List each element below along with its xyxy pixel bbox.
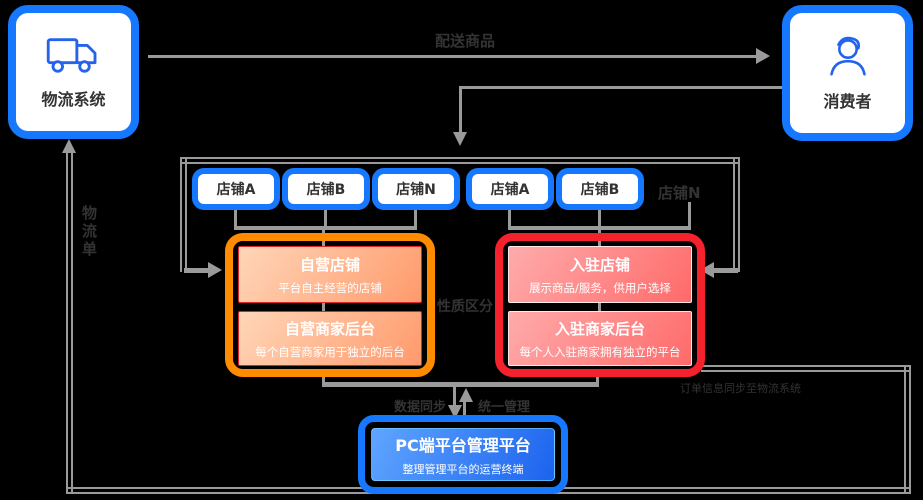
bracket-left-line [180, 157, 187, 272]
self-shop-title: 自营店铺 [299, 255, 360, 274]
return-path-right-h [701, 365, 911, 372]
self-backend-box: 自营商家后台 每个自营商家用于独立的后台 [238, 311, 422, 366]
logistics-system-label: 物流系统 [41, 90, 106, 109]
settled-backend-title: 入驻商家后台 [554, 319, 645, 338]
self-shop-desc: 平台自主经营的店铺 [278, 280, 382, 295]
pc-platform-box: PC端平台管理平台 整理管理平台的运营终端 [371, 428, 555, 481]
connector-logistics-to-consumer [148, 55, 758, 58]
self-backend-title: 自营商家后台 [284, 319, 375, 338]
shop-chip-5: 店铺B [556, 168, 644, 210]
connector-consumer-out-h [460, 86, 782, 89]
settled-group [495, 233, 705, 377]
shop-more-label: 店铺N [658, 184, 701, 202]
shop-stub [414, 210, 417, 227]
collector-bar-settled [508, 226, 691, 230]
shop-stub [508, 210, 511, 227]
collector-bar-bottom [322, 382, 599, 387]
stub-settled-bottom [596, 375, 599, 384]
shop-chip-3: 店铺N [372, 168, 460, 210]
shop-chip-2: 店铺B [282, 168, 370, 210]
consumer-node: 消费者 [782, 5, 913, 141]
shop-chip-label: 店铺A [490, 182, 530, 198]
bracket-right-line [733, 157, 740, 272]
shop-chip-label: 店铺B [580, 182, 620, 198]
connector-consumer-out-v [459, 86, 462, 134]
connector-up-from-pc [463, 399, 466, 417]
shop-chip-label: 店铺N [396, 182, 436, 198]
settled-backend-box: 入驻商家后台 每个人入驻商家拥有独立的平台 [508, 311, 692, 366]
logistics-system-node: 物流系统 [8, 5, 139, 139]
consumer-label: 消费者 [823, 92, 872, 111]
edge-label-logistics-slip: 物流单 [80, 205, 98, 259]
arrow-down-icon [453, 132, 467, 146]
stub-into-settled-group [712, 268, 738, 273]
shop-chip-label: 店铺B [306, 182, 346, 198]
return-path-left-v [66, 152, 73, 492]
pc-platform-title: PC端平台管理平台 [395, 436, 531, 455]
edge-label-order-flow: 订单信息同步至物流系统 [680, 382, 801, 395]
bracket-top-line [180, 157, 740, 164]
edge-label-delivery: 配送商品 [434, 32, 495, 50]
edge-label-unified-manage: 统一管理 [478, 400, 531, 415]
shop-stub [688, 202, 691, 227]
user-icon [822, 34, 874, 78]
arrow-up-icon [459, 388, 473, 402]
arrow-up-icon [62, 139, 76, 153]
settled-backend-desc: 每个人入驻商家拥有独立的平台 [519, 344, 681, 359]
pc-platform-group [358, 415, 568, 494]
shop-chip-4: 店铺A [466, 168, 554, 210]
shop-chip-1: 店铺A [192, 168, 280, 210]
settled-shop-box: 入驻店铺 展示商品/服务，供用户选择 [508, 246, 692, 303]
self-backend-desc: 每个自营商家用于独立的后台 [255, 344, 405, 359]
shop-chip-label: 店铺A [216, 182, 256, 198]
shop-stub [234, 210, 237, 227]
arrow-right-icon [208, 262, 222, 278]
settled-shop-desc: 展示商品/服务，供用户选择 [529, 280, 671, 295]
stub-self-bottom [322, 375, 325, 384]
stub-settled-gap [598, 303, 601, 312]
edge-label-category: 性质区分 [437, 299, 493, 315]
connector-down-to-pc [453, 387, 456, 409]
arrow-right-icon [756, 48, 770, 64]
pc-platform-desc: 整理管理平台的运营终端 [402, 463, 524, 476]
collector-bar-self [234, 226, 417, 230]
stub-self-gap [322, 303, 325, 312]
edge-label-data-sync: 数据同步 [393, 400, 446, 415]
truck-icon [45, 34, 103, 76]
shop-stub [598, 210, 601, 227]
stub-into-self-group [184, 268, 210, 273]
self-shop-box: 自营店铺 平台自主经营的店铺 [238, 246, 422, 303]
settled-shop-title: 入驻店铺 [569, 255, 630, 274]
shop-stub [324, 210, 327, 227]
return-path-right-v [904, 365, 911, 492]
self-operated-group [225, 233, 435, 377]
